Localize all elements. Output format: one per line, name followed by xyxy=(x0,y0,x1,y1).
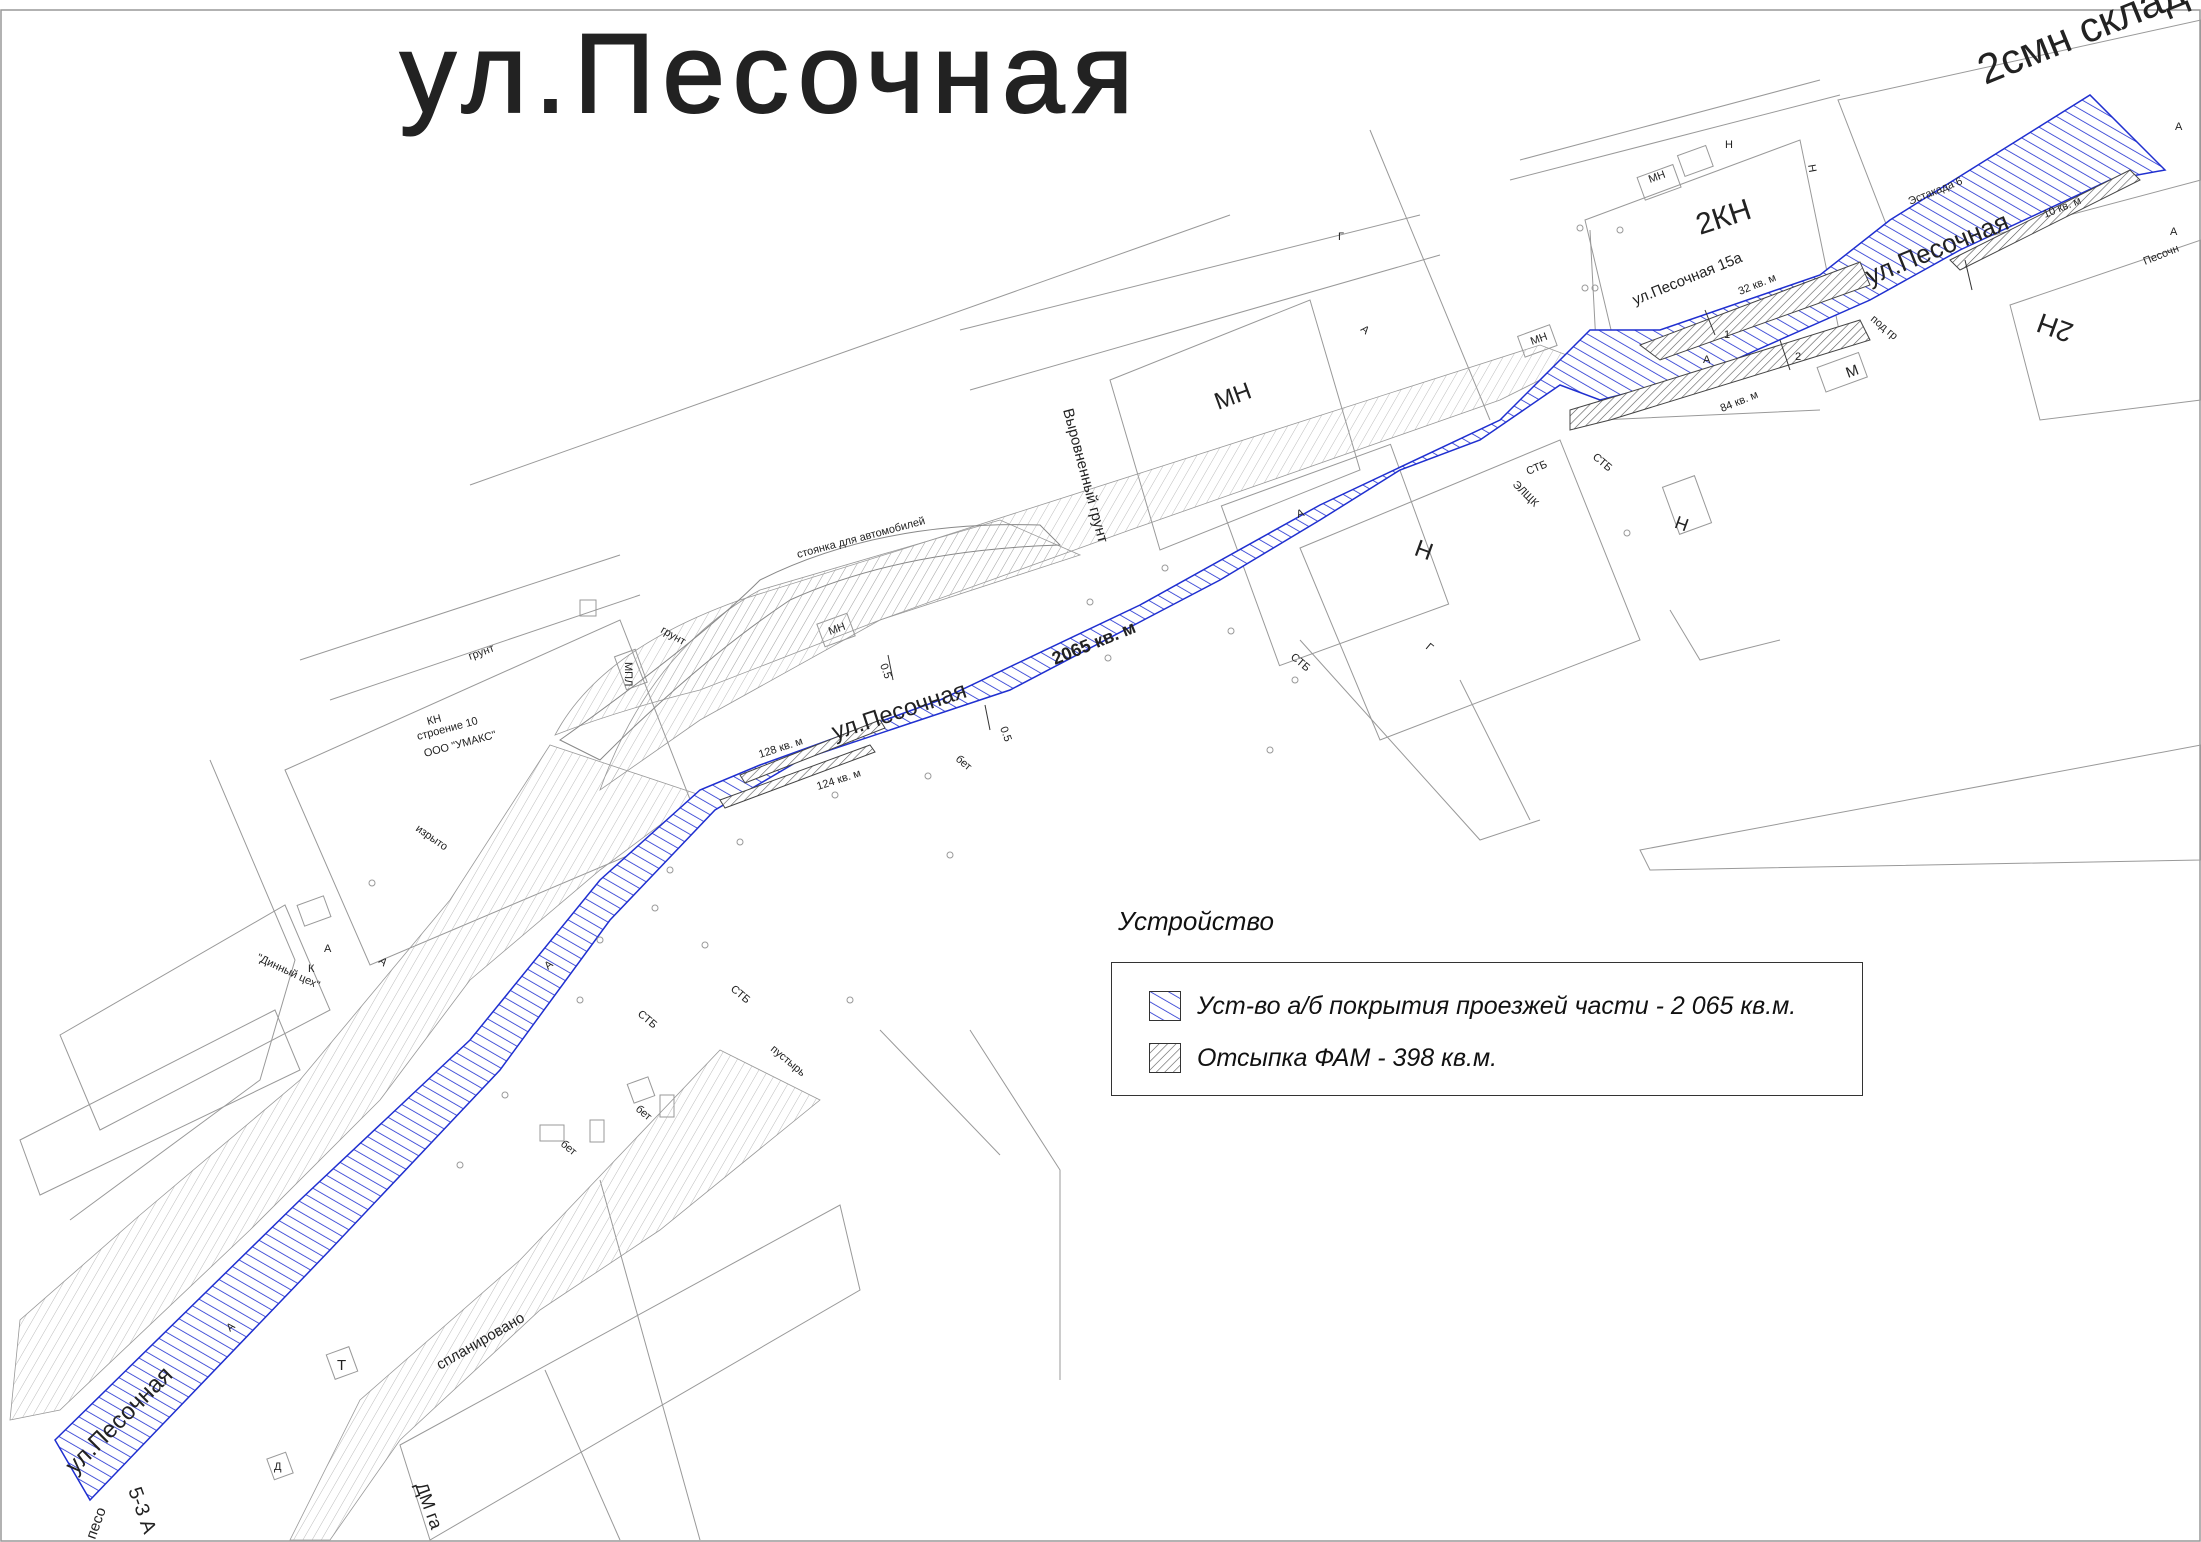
building-label-d: Д xyxy=(274,1461,282,1473)
terrain-label-a4: А xyxy=(2175,121,2183,133)
dimension-label-2: 2 xyxy=(1795,351,1801,363)
building-label-kn: КН xyxy=(426,713,443,728)
gravel-swatch xyxy=(1149,1043,1181,1073)
building-label-mn-big: МН xyxy=(1211,377,1255,415)
building-label-n-small2: Н xyxy=(1805,163,1818,173)
building-label-mn-small2: МН xyxy=(1529,331,1549,348)
dimension-marks xyxy=(887,259,1973,731)
building-label-2n: 2Н xyxy=(2033,307,2077,348)
building-label-n-big: Н xyxy=(1412,533,1438,564)
legend-label-asphalt: Уст-во а/б покрытия проезжей части - 2 0… xyxy=(1197,991,1797,1020)
building-label-sklad-line1: 2смн склад xyxy=(1971,0,2193,93)
terrain-labels: грунт грунт Выровненный грунт стоянка дл… xyxy=(83,121,2183,1541)
terrain-label-a3: А xyxy=(1703,354,1711,366)
street-name-label-1: ул.Песочная xyxy=(829,677,970,746)
street-name-label-4: ул.Песочная 15а xyxy=(1630,249,1745,309)
terrain-label-stb2: СТБ xyxy=(1590,451,1614,474)
building-label-stb-el2: ЭЛЩК xyxy=(1510,479,1541,510)
dimension-label-1: 1 xyxy=(1724,329,1730,341)
terrain-label-a5: А xyxy=(2170,226,2178,238)
terrain-label-bet1: бет xyxy=(953,753,974,773)
building-label-dm: ДМ га xyxy=(411,1480,447,1533)
terrain-label-grunt1: грунт xyxy=(467,642,496,662)
terrain-label-a1: А xyxy=(1358,323,1372,337)
gravel-strips xyxy=(719,169,2141,809)
dimension-label-05b: 0.5 xyxy=(997,725,1014,743)
building-label-mn-small3: МН xyxy=(827,621,847,638)
terrain-label-izryto: изрыто xyxy=(413,823,450,854)
building-label-stb-el: СТБ xyxy=(1525,459,1549,478)
terrain-label-ul-bottom: 5-3 А xyxy=(123,1484,160,1537)
map-frame xyxy=(0,9,2201,1542)
building-label-a-small: А xyxy=(324,943,332,955)
terrain-label-pesochnaya-bottom: песо xyxy=(83,1505,110,1541)
embankment-zones xyxy=(9,344,1581,1541)
building-label-k: К xyxy=(308,963,315,975)
legend-box: Уст-во а/б покрытия проезжей части - 2 0… xyxy=(1111,962,1863,1096)
road-labels: 2065 кв. м 128 кв. м 124 кв. м 32 кв. м … xyxy=(60,195,2083,1479)
asphalt-swatch xyxy=(1149,991,1181,1021)
building-label-mpl: МПЛ xyxy=(622,662,634,686)
road-asphalt xyxy=(54,94,2167,1502)
building-label-n-small3: Н xyxy=(1672,512,1691,535)
road-area-84-label: 84 кв. м xyxy=(1719,389,1760,415)
terrain-label-pesochnaya-side: Песочн xyxy=(2142,243,2181,268)
building-label-n-small1: Н xyxy=(1725,139,1733,151)
terrain-label-g2: Г xyxy=(1423,641,1435,654)
terrain-label-g1: Г xyxy=(1338,231,1344,243)
terrain-label-stb3: СТБ xyxy=(635,1008,659,1031)
building-label-2kn: 2КН xyxy=(1692,193,1755,242)
terrain-label-stb4: СТБ xyxy=(728,983,752,1006)
title-street-name: ул.Песочная xyxy=(400,11,1141,136)
terrain-label-a6: А xyxy=(376,955,390,969)
terrain-symbols xyxy=(368,224,1631,1169)
terrain-label-a2: А xyxy=(1295,507,1307,521)
terrain-label-bet2: бет xyxy=(633,1103,654,1123)
building-label-mn-small1: МН xyxy=(1647,169,1667,186)
legend-item-asphalt: Уст-во а/б покрытия проезжей части - 2 0… xyxy=(1149,991,1796,1021)
legend-label-gravel: Отсыпка ФАМ - 398 кв.м. xyxy=(1197,1043,1498,1072)
dimension-label-05a: 0.5 xyxy=(877,662,894,680)
legend-item-gravel: Отсыпка ФАМ - 398 кв.м. xyxy=(1149,1043,1497,1073)
terrain-label-pustyr: пустырь xyxy=(768,1043,808,1079)
terrain-label-pod-gr: под гр xyxy=(1868,313,1900,342)
building-label-t: Т xyxy=(337,1357,346,1374)
building-label-m-small: М xyxy=(1844,362,1862,382)
legend-title: Устройство xyxy=(1118,906,1274,936)
